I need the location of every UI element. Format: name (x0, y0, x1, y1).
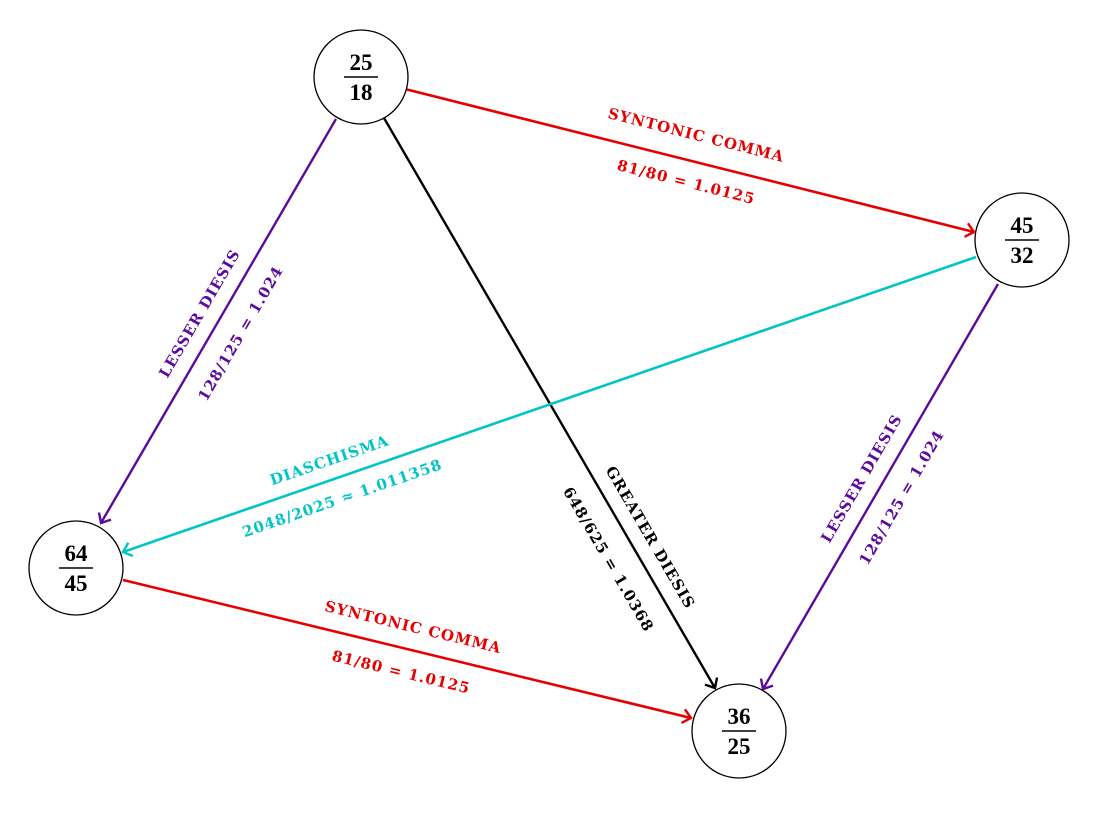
edge-label-name: SYNTONIC COMMA (323, 597, 503, 657)
node-25-18: 25 18 (313, 29, 409, 125)
node-numerator: 64 (65, 541, 89, 566)
edge-syntonic-comma-top (404, 87, 976, 238)
node-denominator: 18 (350, 80, 373, 105)
edge-label-value: 81/80 = 1.0125 (330, 647, 472, 698)
node-numerator: 45 (1011, 213, 1034, 238)
node-36-25: 36 25 (691, 683, 787, 779)
edge-syntonic-comma-bottom (122, 578, 693, 724)
edge-label-value: 81/80 = 1.0125 (615, 156, 757, 208)
node-64-45: 64 45 (28, 520, 124, 616)
edge-label-name: SYNTONIC COMMA (606, 104, 786, 166)
edge-greater-diesis (382, 117, 719, 690)
edge-lesser-diesis-left (97, 118, 338, 525)
edge-lesser-diesis-right (759, 283, 1000, 691)
node-45-32: 45 32 (974, 192, 1070, 288)
node-denominator: 45 (65, 571, 88, 596)
node-denominator: 25 (728, 734, 751, 759)
node-numerator: 25 (350, 50, 373, 75)
edge-label-value: 2048/2025 ≈ 1.011358 (240, 455, 445, 541)
edge-diaschisma (121, 255, 977, 558)
node-denominator: 32 (1011, 243, 1034, 268)
node-numerator: 36 (728, 704, 751, 729)
